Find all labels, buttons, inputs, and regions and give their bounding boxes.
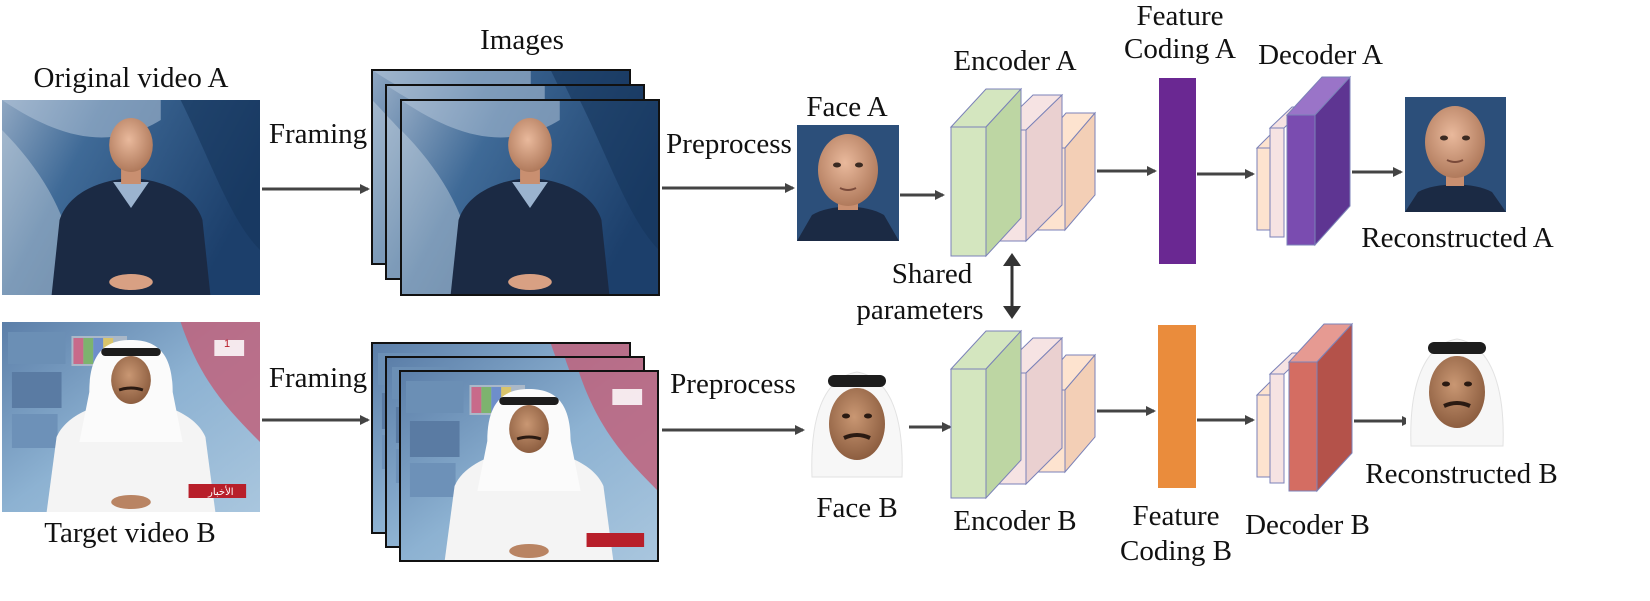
feature-coding-b-label-line2: Coding B [1120,535,1232,567]
face-b-image [807,362,908,478]
original-video-a-label: Original video A [33,62,229,94]
framing-b-label: Framing [268,362,368,394]
preprocess-a-label: Preprocess [666,128,792,160]
encoder-b-block [949,329,1097,500]
feature-coding-b-label-line1: Feature [1132,500,1220,532]
reconstructed-b-label: Reconstructed B [1365,458,1558,490]
shared-parameters-label-line2: parameters [856,294,984,326]
framing-a-label: Framing [268,118,368,150]
face-a-label: Face A [806,91,888,123]
target-video-b-label: Target video B [44,517,216,549]
reconstructed-a-image [1405,97,1506,212]
face-a-image [797,125,899,241]
shared-parameters-arrow [1003,253,1021,319]
feature-coding-a-label-line1: Feature [1136,0,1224,32]
encoder-a-label: Encoder A [953,45,1077,77]
original-video-a-image [2,100,260,295]
decoder-b-block [1255,322,1354,493]
decoder-a-label: Decoder A [1258,39,1383,71]
target-video-b-image [2,322,260,512]
feature-coding-a-label-line2: Coding A [1124,33,1236,65]
encoder-b-label: Encoder B [953,505,1077,537]
decoder-b-label: Decoder B [1245,509,1370,541]
reconstructed-a-label: Reconstructed A [1361,222,1554,254]
images-label: Images [480,24,564,56]
decoder-a-block [1255,75,1352,247]
preprocess-b-label: Preprocess [670,368,796,400]
image-stack-b [371,342,659,562]
shared-parameters-label-line1: Shared [891,258,973,290]
feature-coding-a-bar [1159,78,1196,264]
image-stack-a [371,69,660,296]
encoder-a-block [949,87,1097,258]
face-b-label: Face B [816,492,898,524]
ticker-text: الأخبار [207,485,234,498]
feature-coding-b-bar [1158,325,1196,488]
reconstructed-b-image [1406,330,1508,447]
channel-badge-text: 1 [224,338,230,350]
